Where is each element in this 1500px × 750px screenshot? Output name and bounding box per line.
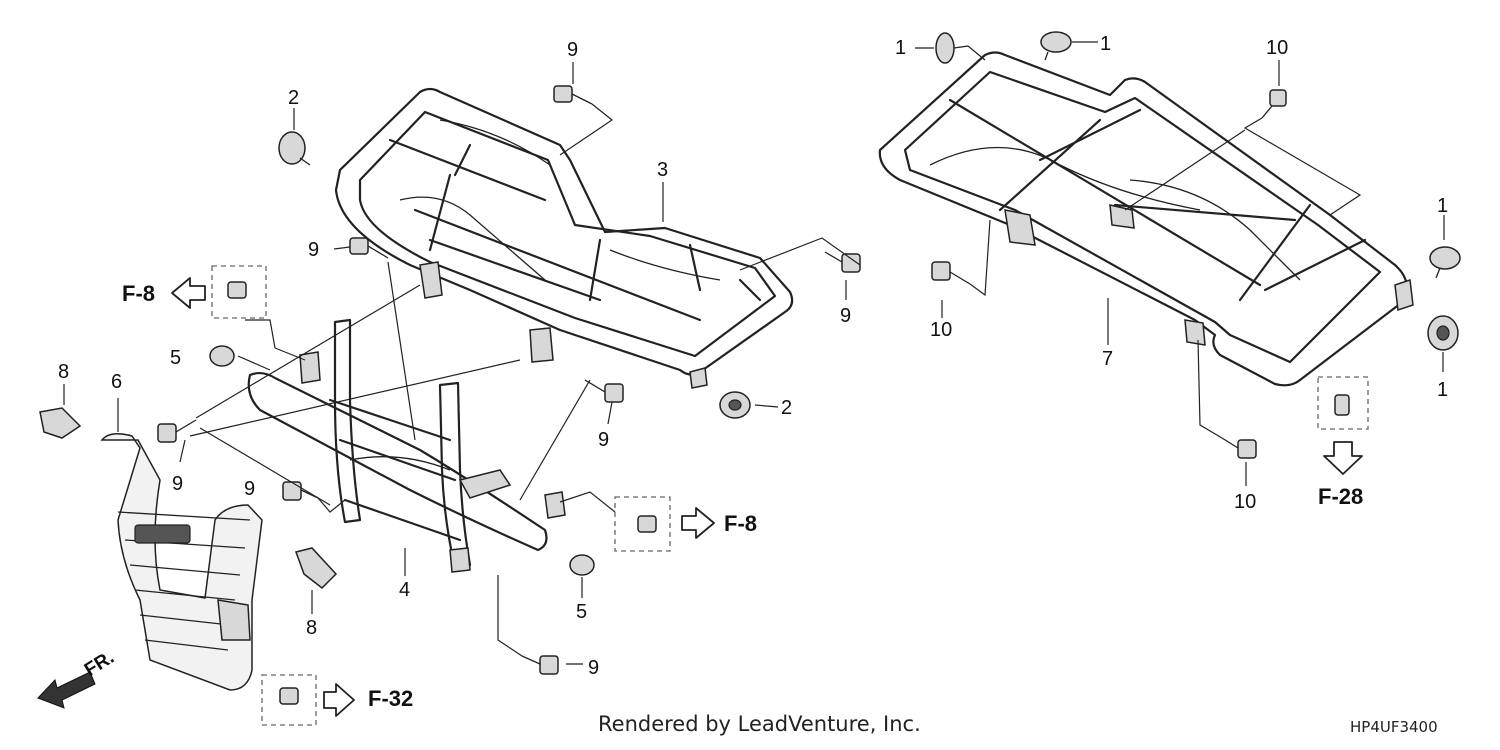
rubber-mount-2b[interactable]: [719, 391, 751, 419]
ref-label-f8-left[interactable]: F-8: [122, 281, 155, 306]
bolt-10a[interactable]: [1261, 89, 1287, 119]
callout-9g: 9: [588, 657, 599, 679]
callout-2b: 2: [781, 397, 792, 419]
bolt-9c[interactable]: [824, 251, 861, 273]
callout-1c: 1: [1437, 195, 1448, 217]
callout-8b: 8: [306, 617, 317, 639]
callout-numbers: 1 1 1 1 2 2 3 4 5 5 6 7 8 8 9 9 9 9 9 9 …: [58, 33, 1448, 679]
clip-5a[interactable]: [209, 345, 235, 367]
ref-part-f8-right[interactable]: [637, 515, 657, 533]
bolt-9e[interactable]: [584, 379, 624, 403]
rubber-mount-2a[interactable]: [278, 131, 311, 166]
ref-part-f8-left[interactable]: [227, 281, 247, 299]
callout-6: 6: [111, 371, 122, 393]
bolt-10c[interactable]: [1221, 437, 1257, 459]
callout-5b: 5: [576, 601, 587, 623]
clip-8a[interactable]: [39, 407, 82, 439]
callout-10c: 10: [1234, 491, 1256, 513]
callout-5a: 5: [170, 347, 181, 369]
callout-8a: 8: [58, 361, 69, 383]
bolt-9f[interactable]: [282, 481, 319, 501]
bolt-9g[interactable]: [521, 655, 559, 675]
leader-lines: [63, 41, 1445, 665]
ref-box-f28: [1317, 376, 1369, 430]
bolt-9a[interactable]: [553, 85, 593, 105]
rubber-mount-1a[interactable]: [935, 32, 969, 64]
bolt-10b[interactable]: [931, 261, 971, 285]
callout-9b: 9: [308, 239, 319, 261]
callout-9c: 9: [840, 305, 851, 327]
callout-10b: 10: [930, 319, 952, 341]
front-guard[interactable]: [247, 318, 566, 573]
arrow-f32: [323, 683, 355, 717]
ref-box-f8-left: [211, 265, 267, 319]
callout-4: 4: [399, 579, 410, 601]
ref-label-f28[interactable]: F-28: [1318, 484, 1363, 509]
rubber-mount-1d[interactable]: [1427, 315, 1459, 351]
callout-1d: 1: [1437, 379, 1448, 401]
callout-9a: 9: [567, 39, 578, 61]
rubber-mount-1b[interactable]: [1040, 31, 1072, 61]
callout-7: 7: [1102, 348, 1113, 370]
bolt-9d[interactable]: [157, 419, 197, 443]
ref-part-f32[interactable]: [279, 687, 299, 705]
callout-9f: 9: [244, 478, 255, 500]
callout-3: 3: [657, 159, 668, 181]
callout-9d: 9: [172, 473, 183, 495]
callout-10a: 10: [1266, 37, 1288, 59]
ref-box-f32: [261, 674, 317, 726]
arrow-f8-left: [171, 277, 206, 309]
clip-5b[interactable]: [569, 554, 595, 576]
rendered-by-footer: Rendered by LeadVenture, Inc.: [598, 712, 921, 736]
callout-1b: 1: [1100, 33, 1111, 55]
arrow-front: [37, 671, 96, 709]
front-carrier[interactable]: [334, 87, 794, 389]
rubber-mount-1c[interactable]: [1429, 246, 1461, 279]
callout-2a: 2: [288, 87, 299, 109]
arrow-f28: [1323, 441, 1363, 475]
clip-8b[interactable]: [295, 547, 338, 589]
ref-label-f8-right[interactable]: F-8: [724, 511, 757, 536]
rear-carrier[interactable]: [878, 51, 1414, 387]
callout-9e: 9: [598, 429, 609, 451]
front-grille[interactable]: [100, 433, 263, 691]
ref-part-f28[interactable]: [1334, 394, 1350, 416]
diagram-code: HP4UF3400: [1350, 718, 1438, 736]
callout-1a: 1: [895, 37, 906, 59]
arrow-f8-right: [681, 507, 715, 539]
ref-box-f8-right: [614, 496, 671, 552]
ref-label-f32[interactable]: F-32: [368, 686, 413, 711]
bolt-9b[interactable]: [349, 237, 389, 259]
